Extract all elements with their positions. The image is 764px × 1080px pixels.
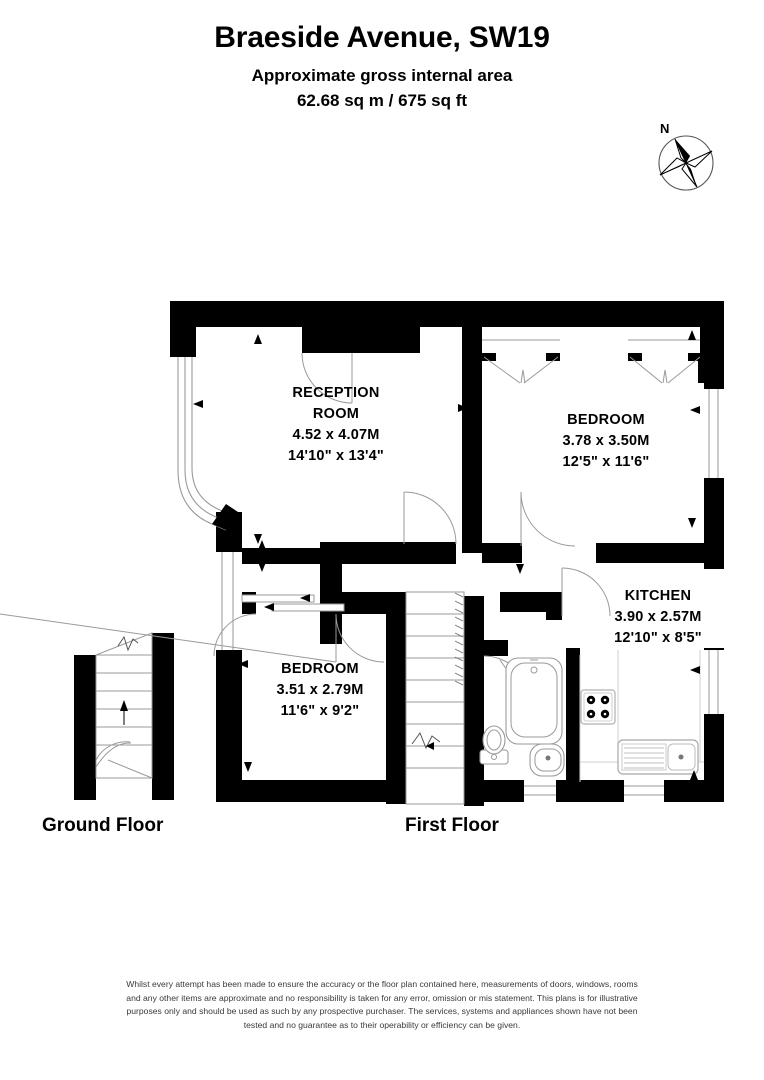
dimension-ticks	[193, 330, 700, 780]
room-dim-metric: 3.51 x 2.79M	[276, 682, 364, 699]
dormer-window-left	[482, 327, 560, 384]
wash-basin-icon	[529, 743, 565, 777]
room-name-line1: BEDROOM	[567, 412, 645, 428]
room-label-reception: RECEPTION ROOM 4.52 x 4.07M 14'10" x 13'…	[236, 383, 436, 467]
bathtub-icon	[505, 657, 563, 745]
room-dim-imperial: 11'6" x 9'2"	[280, 703, 360, 720]
compass-rose-icon: N	[650, 121, 720, 195]
staircase-icon	[405, 591, 465, 805]
plan-header: Braeside Avenue, SW19 Approximate gross …	[0, 0, 764, 111]
page-title: Braeside Avenue, SW19	[214, 21, 550, 54]
room-label-bedroom-2: BEDROOM 3.51 x 2.79M 11'6" x 9'2"	[230, 659, 410, 722]
compass-north-label: N	[660, 121, 670, 136]
door-bedroom2	[0, 613, 385, 663]
cupboard-sliding-doors	[241, 594, 345, 612]
room-dim-imperial: 12'5" x 11'6"	[562, 454, 650, 471]
hob-icon	[580, 689, 616, 725]
door-bedroom1-hall	[520, 491, 576, 547]
window-right-kitchen	[704, 650, 724, 714]
room-name-line1: RECEPTION	[292, 385, 380, 401]
room-label-kitchen: KITCHEN 3.90 x 2.57M 12'10" x 8'5"	[580, 586, 736, 649]
stair-direction-arrow-ground	[120, 700, 128, 725]
room-name-line1: BEDROOM	[281, 661, 359, 677]
window-bottom-kitchen	[624, 780, 664, 802]
ground-floor-plan	[74, 632, 174, 800]
door-reception-hall	[403, 491, 457, 545]
room-dim-metric: 3.78 x 3.50M	[562, 433, 650, 450]
room-dim-imperial: 14'10" x 13'4"	[287, 448, 385, 465]
door-kitchen	[561, 567, 611, 617]
door-reception-entry	[301, 352, 353, 404]
room-name-line1: KITCHEN	[624, 588, 692, 604]
bay-window-icon	[177, 357, 238, 531]
first-floor-plan	[0, 301, 724, 806]
area-caption-line2: 62.68 sq m / 675 sq ft	[296, 90, 468, 110]
compass-rose-graphic	[658, 135, 714, 191]
room-dim-metric: 3.90 x 2.57M	[614, 609, 702, 626]
window-right-bedroom1	[704, 389, 724, 478]
floor-label-ground: Ground Floor	[42, 815, 164, 836]
room-label-bedroom-1: BEDROOM 3.78 x 3.50M 12'5" x 11'6"	[516, 410, 696, 473]
room-name-line2: ROOM	[312, 406, 360, 423]
window-bottom-bathroom	[524, 780, 556, 802]
area-caption-line1: Approximate gross internal area	[251, 65, 513, 85]
floor-label-first: First Floor	[405, 815, 499, 836]
disclaimer-text: Whilst every attempt has been made to en…	[126, 979, 638, 1030]
door-hall-left	[213, 613, 257, 657]
room-dim-imperial: 12'10" x 8'5"	[614, 630, 702, 647]
toilet-icon	[479, 725, 509, 765]
room-dim-metric: 4.52 x 4.07M	[292, 427, 380, 444]
kitchen-sink-icon	[617, 739, 699, 775]
